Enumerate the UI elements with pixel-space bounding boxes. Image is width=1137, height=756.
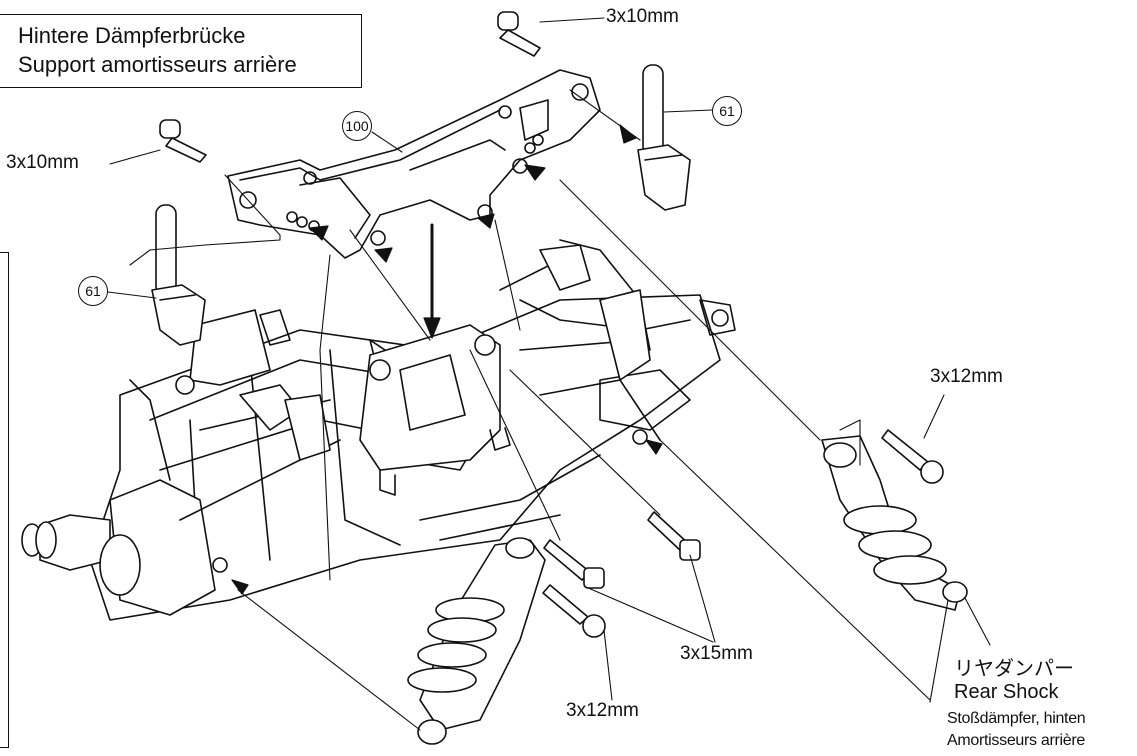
shock-absorber-right	[821, 435, 968, 611]
label-screw-left: 3x10mm	[6, 152, 79, 173]
ball-stud-left	[151, 204, 206, 346]
label-shock-japanese: リヤダンパー	[954, 658, 1074, 680]
label-shock-german: Stoßdämpfer, hinten	[947, 710, 1086, 727]
ball-stud-right	[637, 64, 691, 211]
part-number-ball-right: 61	[712, 96, 742, 126]
leader-lines	[107, 17, 991, 731]
label-screw-center: 3x15mm	[680, 643, 753, 664]
label-screw-bottom: 3x12mm	[566, 700, 639, 721]
title-french: Support amortisseurs arrière	[18, 52, 297, 77]
right-arm	[499, 239, 661, 445]
screw-top-right	[497, 11, 541, 57]
screw-bottom-3x12	[542, 584, 606, 638]
shock-absorber-left	[407, 537, 546, 745]
screw-center-a	[543, 539, 605, 589]
label-shock-french: Amortisseurs arrière	[947, 732, 1086, 749]
screw-right-3x12	[881, 429, 944, 484]
part-number-ball-left: 61	[78, 276, 108, 306]
label-screw-right: 3x12mm	[930, 366, 1003, 387]
screw-left	[159, 119, 207, 163]
label-shock-english: Rear Shock	[954, 681, 1059, 703]
part-number-shock-tower: 100	[342, 111, 372, 141]
left-hub	[21, 309, 341, 616]
left-edge-bracket	[0, 252, 9, 748]
title-german: Hintere Dämpferbrücke	[18, 23, 246, 48]
mount-plate	[359, 324, 511, 496]
screw-center-b	[647, 511, 701, 561]
rear-shock-tower	[227, 69, 601, 259]
title-box: Hintere Dämpferbrücke Support amortisseu…	[0, 14, 362, 88]
label-screw-top-right: 3x10mm	[606, 6, 679, 27]
assembly-arrows	[231, 124, 663, 595]
